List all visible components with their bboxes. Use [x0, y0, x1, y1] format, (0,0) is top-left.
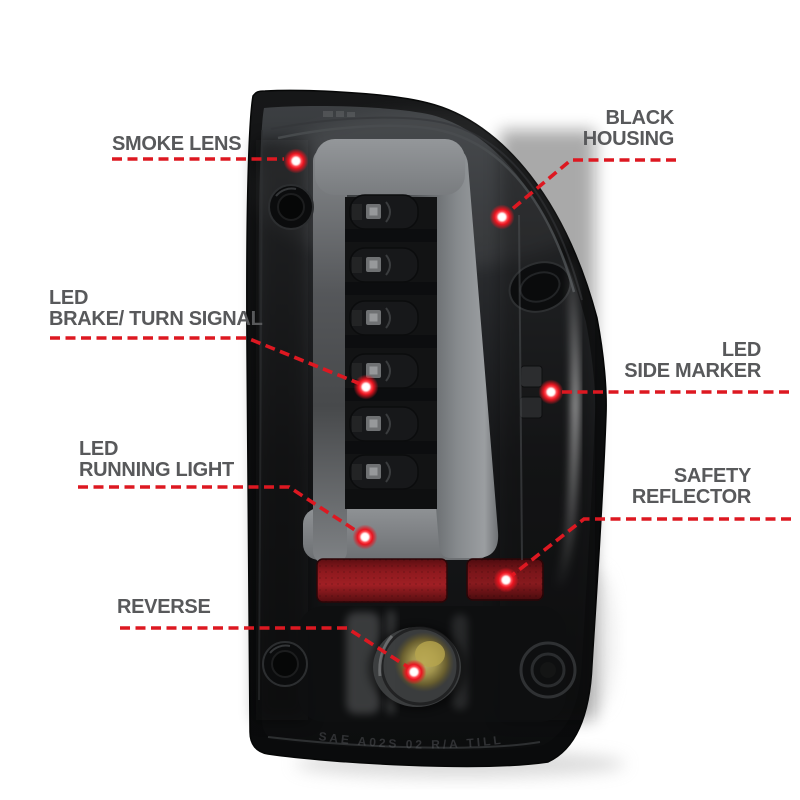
screw-bottom-right — [519, 641, 577, 699]
bulb-socket-oval — [508, 261, 572, 313]
dot-smoke-lens — [283, 148, 309, 174]
molded-stamp-top — [323, 111, 355, 117]
rim-highlights — [258, 116, 583, 749]
callout-black-housing: BLACK HOUSING — [582, 107, 675, 150]
leader-led-running-light — [78, 485, 362, 536]
leader-reverse — [120, 626, 412, 671]
dot-led-running-light — [352, 524, 378, 550]
reflector-left — [316, 558, 448, 603]
dot-reverse — [401, 659, 427, 685]
leader-safety-reflector — [508, 517, 791, 579]
callout-led-brake-turn-signal: LED BRAKE/ TURN SIGNAL — [49, 287, 263, 330]
screw-top-left — [268, 184, 314, 230]
dot-black-housing — [489, 204, 515, 230]
annotation-dots — [283, 148, 564, 685]
leader-led-brake-turn-signal — [50, 336, 364, 387]
annotations — [50, 157, 791, 671]
leader-black-housing — [503, 158, 676, 217]
callout-safety-reflector: SAFETY REFLECTOR — [631, 465, 751, 508]
dot-led-brake-turn-signal — [353, 374, 379, 400]
screw-bottom-left — [262, 641, 308, 687]
callout-reverse: REVERSE — [117, 596, 211, 618]
callout-led-side-marker: LED SIDE MARKER — [624, 339, 761, 382]
light-bar-tube — [303, 139, 499, 564]
reverse-bulb — [298, 606, 577, 722]
callout-led-running-light: LED RUNNING LIGHT — [79, 438, 234, 481]
callout-smoke-lens: SMOKE LENS — [112, 133, 242, 155]
led-bulb-column — [345, 194, 437, 509]
dot-safety-reflector — [493, 567, 519, 593]
dot-led-side-marker — [538, 379, 564, 405]
